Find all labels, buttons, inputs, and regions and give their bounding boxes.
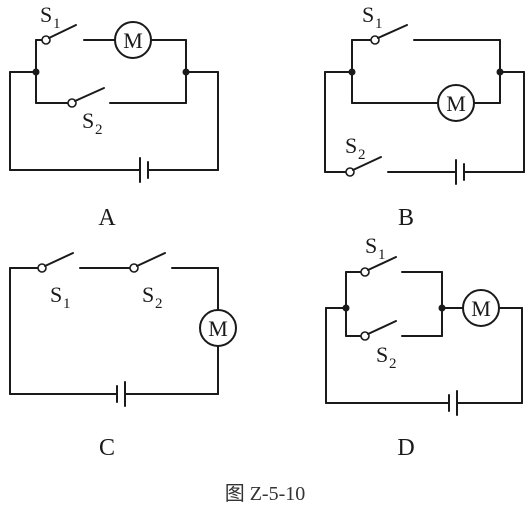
switch-s2-label: S xyxy=(142,282,154,307)
circuit-a: M S 1 S 2 A xyxy=(9,2,219,231)
switch-s2-label: S xyxy=(82,108,94,133)
motor-label: M xyxy=(123,28,143,53)
switch-s2-blade xyxy=(367,320,397,335)
switch-s1-subscript: 1 xyxy=(63,296,71,312)
option-label-c: C xyxy=(99,435,115,461)
circuit-d: M S 1 S 2 D xyxy=(325,233,523,461)
switch-s2-blade xyxy=(352,156,382,171)
switch-s1-label: S xyxy=(50,282,62,307)
switch-s2-label: S xyxy=(345,133,357,158)
switch-s1-label: S xyxy=(362,2,374,27)
option-label-d: D xyxy=(397,435,414,461)
switch-s2-label: S xyxy=(376,342,388,367)
circuit-c: M S 1 S 2 C xyxy=(9,252,237,461)
switch-s1-subscript: 1 xyxy=(375,16,383,32)
option-label-a: A xyxy=(98,205,116,231)
motor-label: M xyxy=(471,296,491,321)
motor-label: M xyxy=(208,316,228,341)
option-label-b: B xyxy=(398,205,414,231)
switch-s1-label: S xyxy=(40,2,52,27)
switch-s1-blade xyxy=(44,252,74,267)
switch-s2-subscript: 2 xyxy=(155,296,163,312)
figure-caption: 图 Z-5-10 xyxy=(225,483,306,505)
motor-label: M xyxy=(446,91,466,116)
circuit-b: M S 1 S 2 B xyxy=(324,2,525,231)
switch-s1-blade xyxy=(48,24,77,39)
switch-s2-blade xyxy=(136,252,166,267)
switch-s2-subscript: 2 xyxy=(95,122,103,138)
switch-s1-label: S xyxy=(365,233,377,258)
switch-s2-blade xyxy=(74,87,105,102)
switch-s1-blade xyxy=(377,24,408,39)
switch-s2-subscript: 2 xyxy=(358,147,366,163)
switch-s1-blade xyxy=(367,256,397,271)
switch-s2-subscript: 2 xyxy=(389,356,397,372)
switch-s1-subscript: 1 xyxy=(53,16,61,32)
switch-s1-subscript: 1 xyxy=(378,247,386,263)
